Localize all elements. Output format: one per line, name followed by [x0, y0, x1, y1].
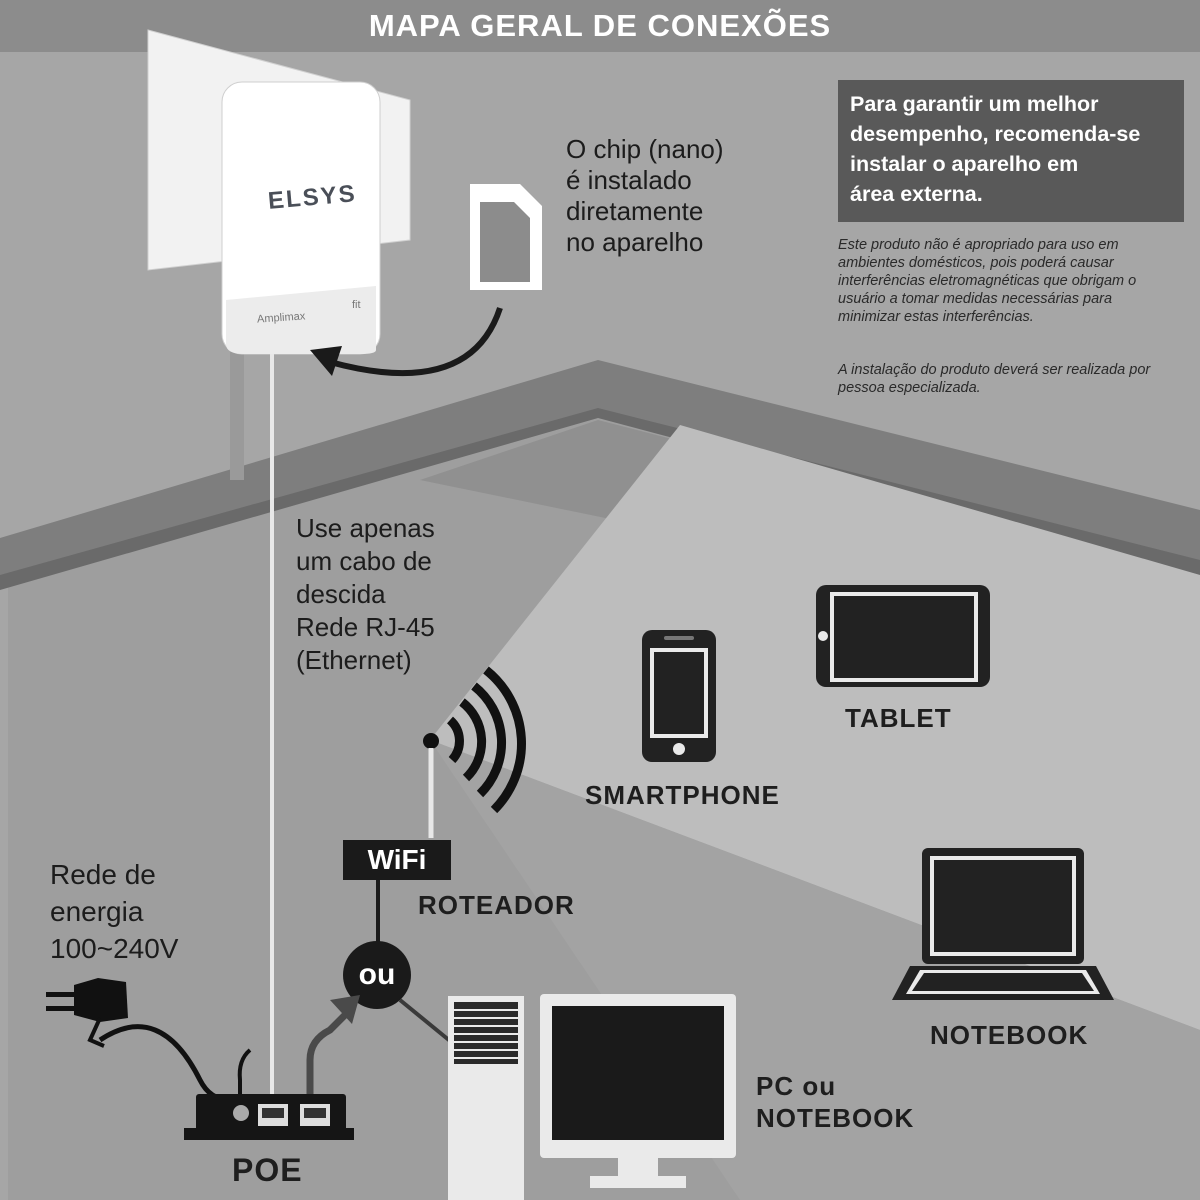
mast [230, 340, 244, 480]
warning-text-1: Este produto não é apropriado para uso e… [838, 237, 1137, 325]
smartphone-icon [642, 630, 716, 762]
notebook-label: NOTEBOOK [930, 1020, 1089, 1050]
antenna-base [226, 286, 376, 354]
poe-arrowhead [330, 995, 360, 1024]
poe-injector-icon [184, 1094, 354, 1140]
pc-tower-icon [448, 996, 524, 1200]
recommendation-box [838, 80, 1184, 222]
poe-label: POE [232, 1152, 303, 1188]
power-cable-tail [237, 1048, 252, 1095]
sim-chip [480, 202, 530, 282]
wifi-beam-lower [430, 740, 1200, 1200]
recommendation-text: Para garantir um melhor desempenho, reco… [850, 92, 1141, 206]
pc-cable [398, 998, 457, 1047]
router-label: ROTEADOR [418, 890, 575, 920]
power-plug-icon [46, 978, 128, 1048]
wifi-badge: WiFi [343, 840, 451, 880]
wifi-signal-icon [446, 666, 526, 814]
energy-note: Rede de energia 100~240V [50, 859, 179, 964]
device-model-suffix: fit [352, 299, 361, 311]
sim-arrowhead [310, 346, 342, 376]
monitor-icon [540, 994, 736, 1188]
or-label: ou [358, 958, 396, 991]
tablet-label: TABLET [845, 703, 952, 733]
or-circle [343, 941, 411, 1009]
antenna-tip [423, 733, 439, 749]
pc-or-notebook-label: PC ou NOTEBOOK [756, 1071, 915, 1133]
title-bar [0, 0, 1200, 52]
poe-arrow [306, 1009, 351, 1097]
tablet-icon [816, 585, 990, 687]
page-title: MAPA GERAL DE CONEXÕES [368, 8, 832, 43]
sim-arrow [329, 307, 503, 377]
smartphone-label: SMARTPHONE [585, 780, 780, 810]
cable-note: Use apenas um cabo de descida Rede RJ-45… [296, 513, 435, 675]
chip-note: O chip (nano) é instalado diretamente no… [566, 134, 724, 257]
warning-text-2: A instalação do produto deverá ser reali… [838, 362, 1151, 396]
notebook-icon [892, 848, 1114, 1000]
